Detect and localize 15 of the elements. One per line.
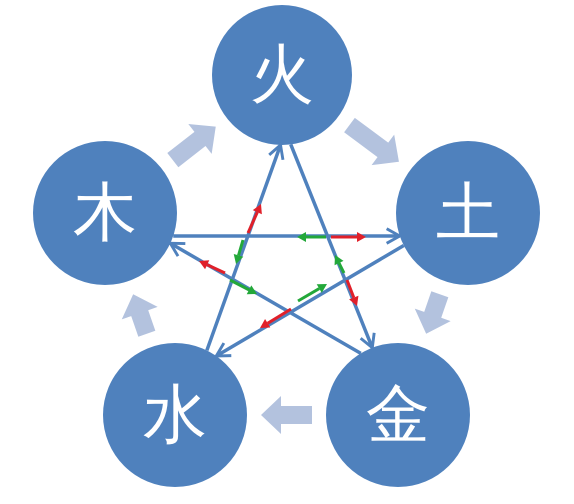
element-label: 火 bbox=[250, 43, 314, 107]
arrow bbox=[168, 242, 362, 355]
block-arrow bbox=[261, 396, 312, 434]
arrow bbox=[173, 227, 402, 245]
element-label: 土 bbox=[436, 181, 500, 245]
block-arrow bbox=[167, 124, 216, 168]
arrow bbox=[214, 244, 405, 358]
element-label: 水 bbox=[143, 383, 207, 447]
element-label: 木 bbox=[73, 181, 137, 245]
block-arrow bbox=[122, 294, 158, 337]
arrow bbox=[205, 144, 284, 352]
block-arrow bbox=[344, 118, 399, 166]
arrow bbox=[289, 144, 376, 350]
element-label: 金 bbox=[366, 383, 430, 447]
block-arrow bbox=[414, 291, 451, 334]
